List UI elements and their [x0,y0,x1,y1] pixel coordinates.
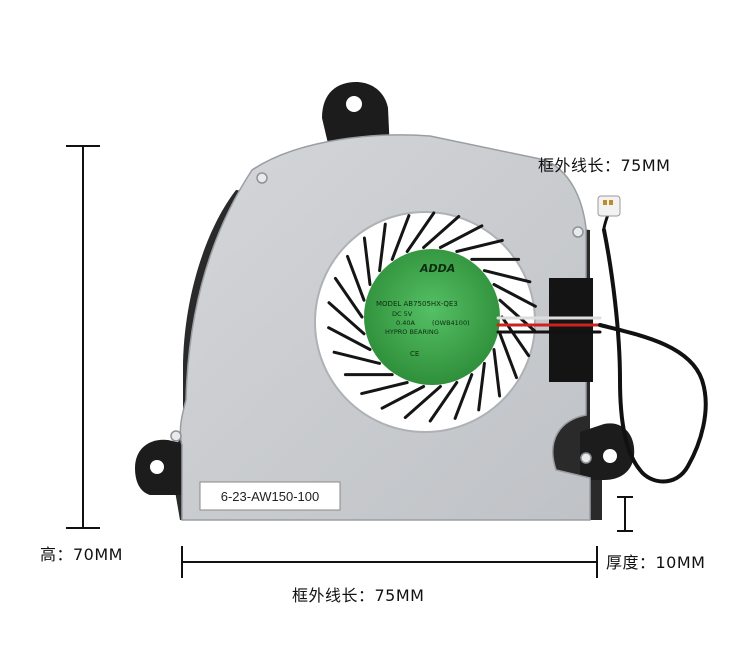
dc-text: DC 5V [392,310,413,318]
brand-text: ADDA [419,262,455,275]
impeller-blade [422,215,461,249]
impeller-blade [438,224,484,249]
part-sticker [199,481,341,511]
model-text: MODEL AB7505HX-QE3 [376,300,458,308]
fan-hub [364,249,500,385]
impeller-blade [360,381,409,396]
bearing-text: HYPRO BEARING [385,328,439,336]
impeller-blade [428,381,459,423]
thickness-label: 厚度：10MM [606,553,706,572]
impeller-blade [498,332,518,380]
housing-screws [170,172,592,464]
right-mount-tab [580,423,635,480]
bottom-length-label: 框外线长：75MM [292,586,425,605]
impeller-blade [362,236,372,286]
current-text: 0.40A [396,319,415,327]
impeller-blade [327,301,366,336]
left-mount-tab [135,439,186,495]
impeller-blade [477,361,486,412]
height-dimension-line [66,145,100,529]
height-label: 高：70MM [40,545,123,564]
impeller-blade [333,276,364,319]
foam-block [549,278,593,382]
impeller-blade [378,222,387,273]
code-text: (OWB4100) [432,319,470,327]
thickness-dimension-line [617,496,633,532]
impeller-blade [332,350,382,365]
impeller-blade [346,254,366,302]
impeller-blade [380,385,426,410]
impeller-blade [327,326,372,351]
hub-label-text: ADDA MODEL AB7505HX-QE3 DC 5V 0.40A (OWB… [376,262,470,358]
impeller-blade [455,238,504,253]
impeller-blade [492,348,502,398]
impeller-blade [453,373,474,420]
impeller-blade [492,283,537,308]
impeller-blade [500,315,531,358]
part-number: 6-23-AW150-100 [221,489,320,504]
impeller-blade [390,214,411,261]
top-mount-tab [322,82,390,152]
cable-connector [597,195,621,217]
impeller-blade [482,269,532,284]
length-dimension-line [181,546,598,578]
ce-mark: CE [410,350,419,358]
impeller-blade [405,211,436,253]
top-length-label: 框外线长：75MM [538,156,671,175]
impeller-blade [403,385,442,419]
